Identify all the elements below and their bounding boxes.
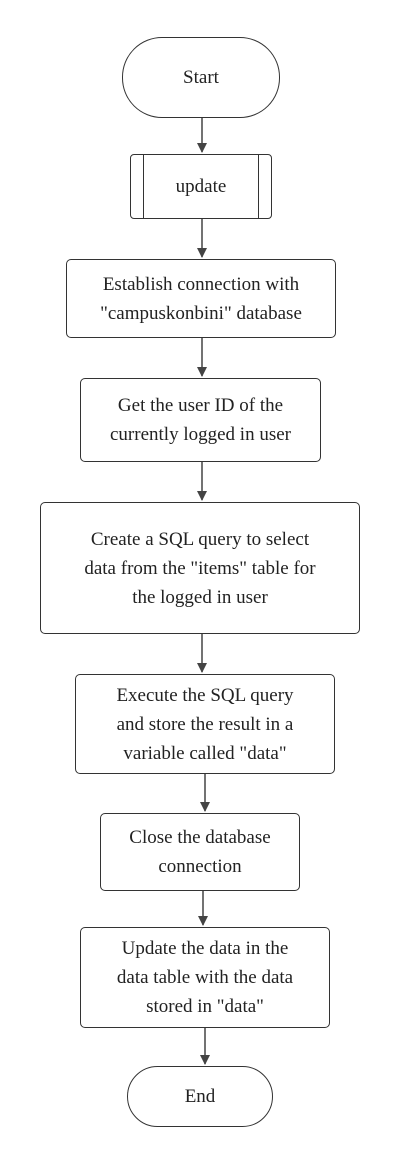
end-terminal: End [127,1066,273,1127]
step-close-connection-label: Close the database connection [129,827,271,877]
start-label: Start [183,67,219,88]
step-close-connection: Close the database connection [100,813,300,891]
step-establish-connection-label: Establish connection with "campuskonbini… [100,273,302,324]
step-execute-sql-query-label: Execute the SQL query and store the resu… [116,684,294,764]
start-terminal: Start [122,37,280,118]
end-label: End [184,1086,216,1107]
step-update-data-table-label: Update the data in the data table with t… [116,938,294,1017]
update-label: update [175,176,227,197]
step-get-user-id-label: Get the user ID of the currently logged … [110,395,291,445]
step-update-data-table: Update the data in the data table with t… [80,927,330,1028]
step-create-sql-query: Create a SQL query to select data from t… [40,502,360,634]
update-subroutine: update [130,154,272,219]
step-get-user-id: Get the user ID of the currently logged … [80,378,321,462]
step-establish-connection: Establish connection with "campuskonbini… [66,259,336,338]
step-execute-sql-query: Execute the SQL query and store the resu… [75,674,335,774]
step-create-sql-query-label: Create a SQL query to select data from t… [84,528,316,608]
